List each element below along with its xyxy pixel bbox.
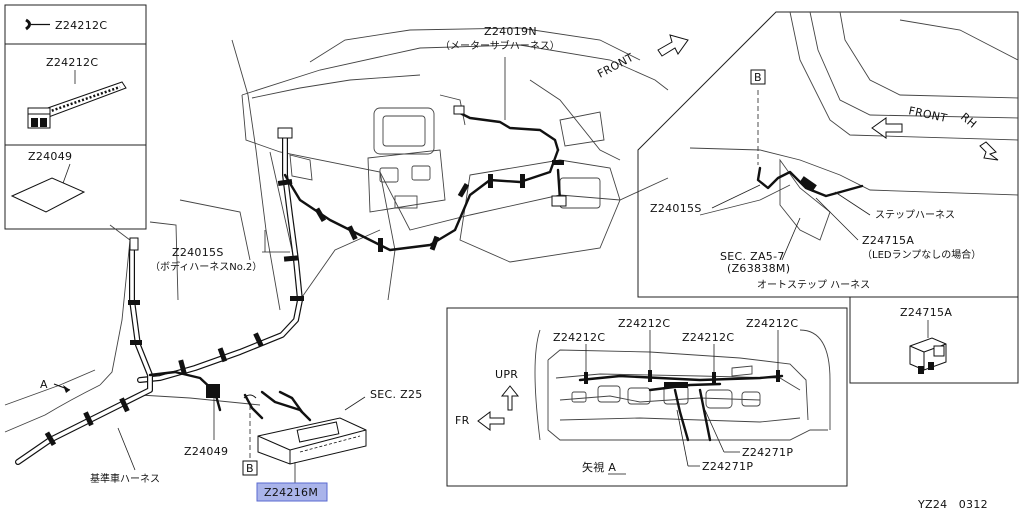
connector-legend-label: Z24715A xyxy=(900,306,952,319)
inset-connector-note: （LEDランプなしの場合） xyxy=(862,248,981,261)
pad-icon xyxy=(10,177,86,213)
step-harness-label: ステップハーネス xyxy=(875,209,955,221)
meter-sub-harness-part: Z24019N xyxy=(484,25,537,38)
inset-connector-part: Z24715A xyxy=(862,234,914,247)
step-inset-panel: B FRONT RH Z24015S ステップハーネス Z24715A （LED… xyxy=(637,11,1019,298)
view-clip-label-2: Z24212C xyxy=(618,317,670,330)
view-a-panel: Z24212C Z24212C Z24212C Z24212C UPR FR Z… xyxy=(446,307,848,487)
view-p-label-2: Z24271P xyxy=(702,460,753,473)
base-harness-label: 基準車ハーネス xyxy=(90,472,160,485)
upr-arrow-icon xyxy=(500,385,520,411)
pad-marker xyxy=(206,384,220,398)
upr-label: UPR xyxy=(495,368,518,381)
diagram-code: YZ24 0312 xyxy=(917,498,988,511)
view-clip-label-3: Z24212C xyxy=(682,331,734,344)
sec-z25-label: SEC. Z25 xyxy=(370,388,423,401)
view-a-pointer-label: A xyxy=(40,378,48,391)
inset-front-label: FRONT xyxy=(907,104,948,125)
harness-clips xyxy=(44,105,567,447)
body-harness-part: Z24015S xyxy=(172,246,224,259)
view-clip-label-4: Z24212C xyxy=(746,317,798,330)
inset-rh-arrow-icon xyxy=(979,141,999,161)
auto-step-harness-label: オートステップ ハーネス xyxy=(757,279,870,291)
control-unit xyxy=(257,417,367,465)
fr-arrow-icon xyxy=(477,411,505,431)
front-arrow-icon xyxy=(657,34,689,57)
view-a-title: 矢視 A xyxy=(582,460,616,474)
inset-body-harness-label: Z24015S xyxy=(650,202,702,215)
clip-large-label: Z24212C xyxy=(46,56,98,69)
body-harness-run xyxy=(15,110,562,465)
front-direction-label: FRONT xyxy=(595,51,636,81)
clip-small-icon xyxy=(25,18,31,31)
clip-small-label: Z24212C xyxy=(55,19,107,32)
parts-legend-panel: Z24212C Z24212C Z24049 xyxy=(4,4,147,230)
connector-icon xyxy=(909,337,947,374)
pad-main-label: Z24049 xyxy=(184,445,228,458)
meter-sub-harness-name: （メーターサブハーネス） xyxy=(440,39,560,52)
highlighted-part-label[interactable]: Z24216M xyxy=(264,486,318,499)
ref-b-inset-label: B xyxy=(754,71,762,84)
view-a-frame xyxy=(446,307,848,487)
sec-za5-7-sub: (Z63838M) xyxy=(727,262,790,275)
view-clip-label-1: Z24212C xyxy=(553,331,605,344)
sec-za5-7-label: SEC. ZA5-7 xyxy=(720,250,785,263)
pad-legend-label: Z24049 xyxy=(28,150,72,163)
inset-front-arrow-icon xyxy=(871,117,903,139)
fr-label: FR xyxy=(455,414,470,427)
view-a-arrow-icon xyxy=(63,385,70,393)
ref-b-main-box xyxy=(242,460,258,476)
highlighted-part-box[interactable] xyxy=(256,482,328,502)
view-p-label-1: Z24271P xyxy=(742,446,793,459)
connector-legend-panel: Z24715A xyxy=(849,296,1019,384)
tie-strap-clip-icon xyxy=(27,81,127,129)
ref-b-main-label: B xyxy=(246,462,254,475)
step-inset-frame xyxy=(637,11,1019,298)
parts-legend-frame xyxy=(4,4,147,230)
inset-rh-label: RH xyxy=(958,110,979,131)
connector-legend-frame xyxy=(849,296,1019,384)
body-harness-name: （ボディハーネスNo.2） xyxy=(150,260,262,273)
